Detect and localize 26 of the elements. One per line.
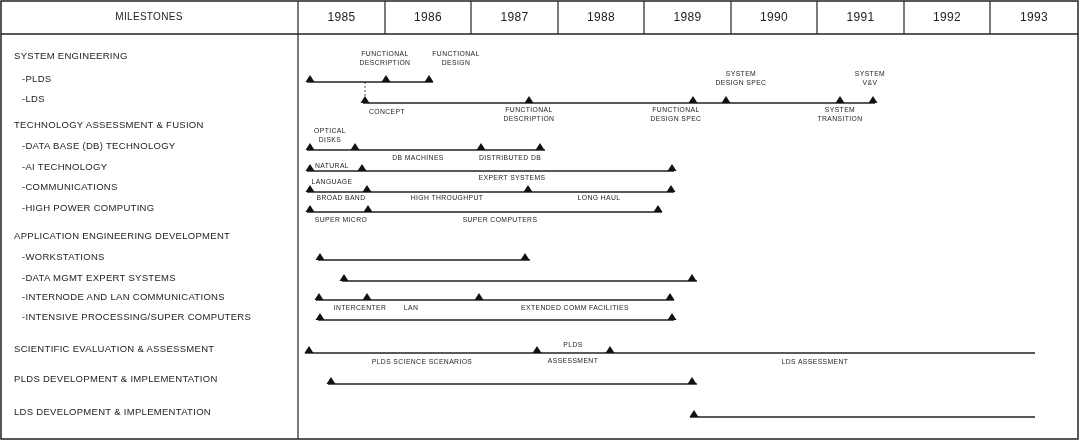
year-header: 1993: [1019, 10, 1049, 24]
year-header: 1989: [672, 10, 703, 24]
row-label: -INTERNODE AND LAN COMMUNICATIONS: [22, 291, 226, 303]
year-header: 1992: [932, 10, 962, 24]
year-header: 1985: [326, 10, 357, 24]
row-label: -WORKSTATIONS: [22, 251, 106, 263]
row-label: APPLICATION ENGINEERING DEVELOPMENT: [14, 230, 232, 242]
row-label: PLDS DEVELOPMENT & IMPLEMENTATION: [14, 373, 219, 385]
column-header: MILESTONES: [114, 10, 184, 24]
row-label: -AI TECHNOLOGY: [22, 161, 109, 173]
year-header: 1988: [586, 10, 616, 24]
year-header: 1986: [413, 10, 443, 24]
row-label: SCIENTIFIC EVALUATION & ASSESSMENT: [14, 343, 216, 355]
row-label: SYSTEM ENGINEERING: [14, 50, 129, 62]
row-label: TECHNOLOGY ASSESSMENT & FUSION: [14, 119, 205, 131]
row-label: -DATA MGMT EXPERT SYSTEMS: [22, 272, 177, 284]
row-label: -PLDS: [22, 73, 53, 85]
row-label: -LDS: [22, 93, 46, 105]
year-header: 1987: [499, 10, 530, 24]
row-label: -DATA BASE (DB) TECHNOLOGY: [22, 140, 177, 152]
year-header: 1991: [845, 10, 876, 24]
row-label: LDS DEVELOPMENT & IMPLEMENTATION: [14, 406, 212, 418]
row-label: -HIGH POWER COMPUTING: [22, 202, 156, 214]
year-header: 1990: [759, 10, 789, 24]
row-label: -COMMUNICATIONS: [22, 181, 119, 193]
row-label: -INTENSIVE PROCESSING/SUPER COMPUTERS: [22, 311, 253, 323]
